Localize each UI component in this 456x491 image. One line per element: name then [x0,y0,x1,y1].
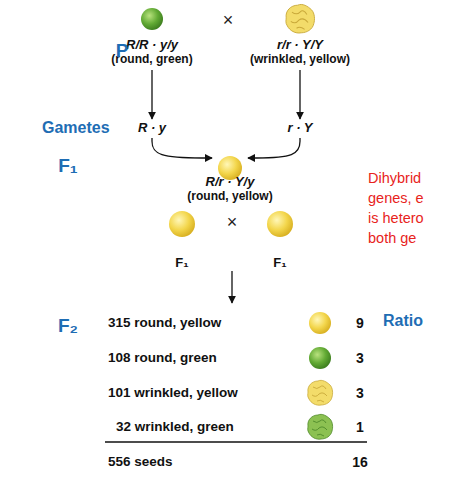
count-text: 101 wrinkled, yellow [108,386,238,400]
wrinkled-yellow-pea [308,380,333,405]
generation-label: Ratio [383,313,423,329]
wrinkled-green-pea [308,414,333,439]
inheritance-arrow [152,138,212,158]
round-yellow-pea [267,211,293,237]
genotype-text: r · Y [287,120,312,135]
genotype-text: R/r · Y/y [187,174,272,189]
sum-rule [105,441,367,443]
genotype-text: r/r · Y/Y [250,37,350,52]
wrinkled-yellow-pea [286,4,315,33]
genotype-text: R · y [138,120,166,135]
generation-label: F₁ [58,156,77,175]
count-text: 315 round, yellow [108,316,221,330]
inheritance-arrow [151,70,152,119]
note-text: both ge [368,231,416,246]
ratio-number: 9 [356,316,364,330]
generation-label: Gametes [42,120,110,136]
cross-symbol: × [227,213,238,231]
genotype-group: r/r · Y/Y(wrinkled, yellow) [250,37,350,67]
count-text: 108 round, green [108,351,217,365]
ratio-number: 16 [352,455,368,469]
cross-symbol: × [223,11,234,29]
generation-label: P [116,41,129,60]
generation-label: F₂ [58,316,78,335]
round-yellow-pea [309,312,331,334]
note-text: Dihybrid [368,171,421,186]
count-text: 32 wrinkled, green [116,420,234,434]
genotype-group: R/r · Y/y(round, yellow) [187,158,272,204]
phenotype-text: (round, yellow) [187,189,272,204]
ratio-number: 3 [356,351,364,365]
pea-label: F₁ [175,256,188,269]
round-yellow-pea [169,211,195,237]
count-text: 556 seeds [108,455,173,469]
note-text: genes, e [368,191,424,206]
pea-wrinkles [291,11,308,30]
cross-arrow [231,271,232,303]
pea-wrinkles [312,386,327,402]
pea-outline [308,380,333,405]
pea-label: F₁ [273,256,286,269]
round-green-pea [141,8,163,30]
inheritance-arrow [248,138,300,158]
ratio-number: 3 [356,386,364,400]
inheritance-arrow [299,70,300,119]
pea-wrinkles [312,420,327,436]
genotype-group: R · y [138,120,166,135]
pea-outline [308,414,333,439]
note-text: is hetero [368,211,424,226]
ratio-number: 1 [356,420,364,434]
phenotype-text: (wrinkled, yellow) [250,52,350,67]
genotype-group: r · Y [287,120,312,135]
pea-outline [286,4,315,33]
round-green-pea [309,347,331,369]
